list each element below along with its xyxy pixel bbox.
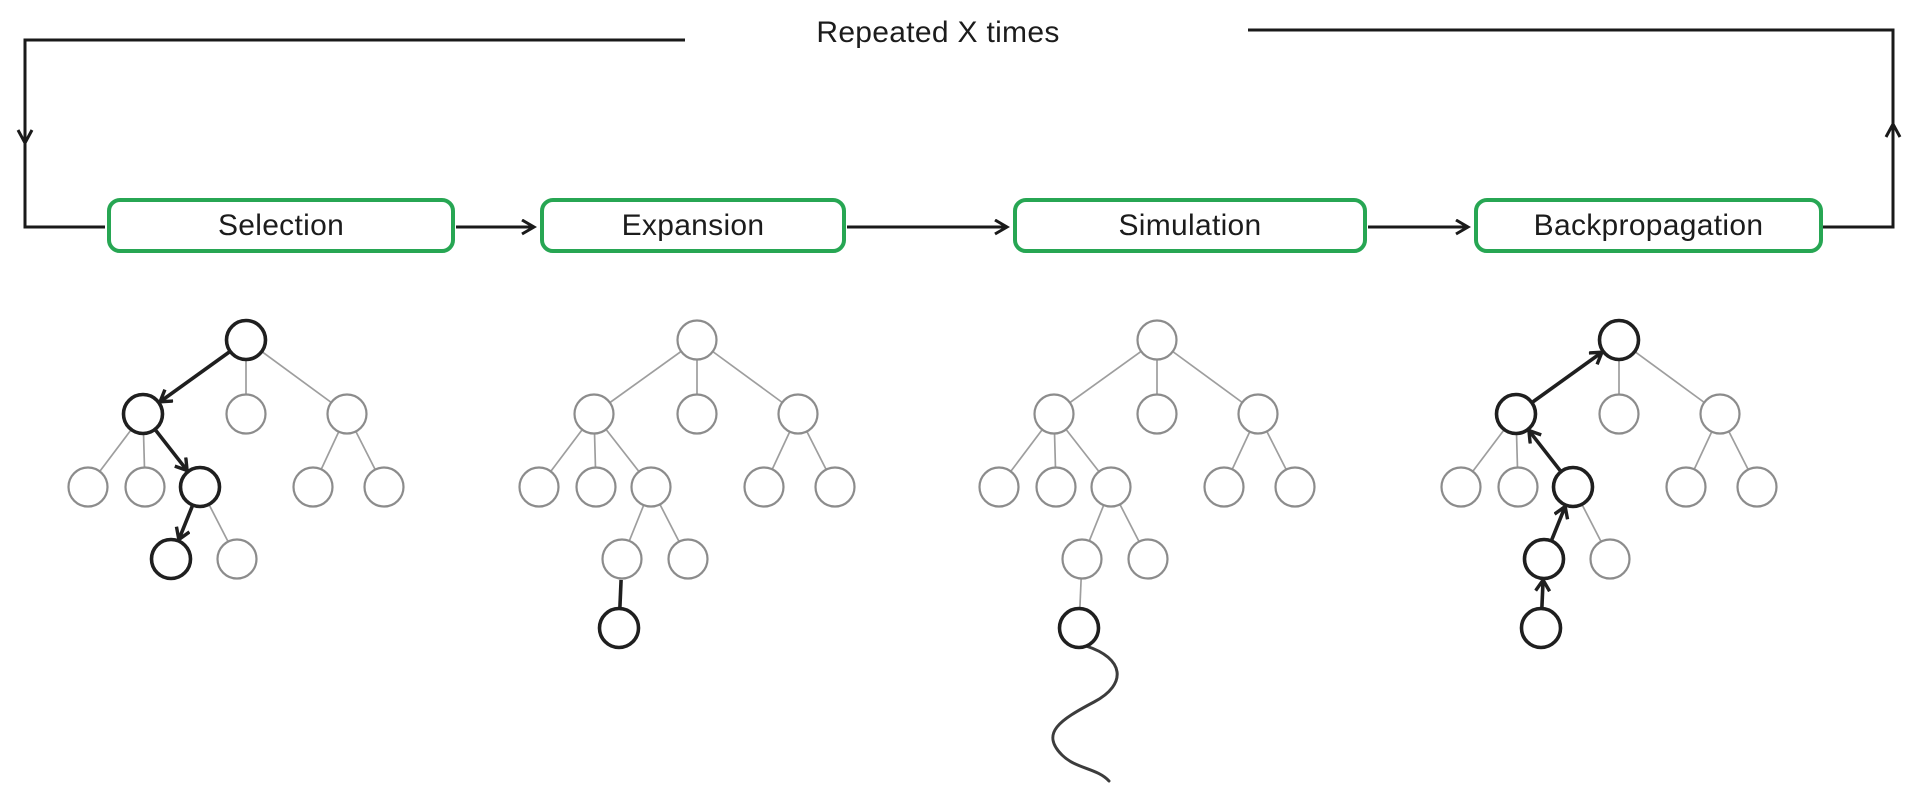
tree-node-highlighted (178, 465, 222, 509)
tree-node (601, 538, 643, 580)
tree-node (1497, 466, 1539, 508)
tree-node (1033, 393, 1075, 435)
loop-arrowhead-up-icon (1884, 120, 1902, 138)
phase-label-selection: Selection (217, 208, 345, 242)
tree-node (363, 466, 405, 508)
tree-node (1440, 466, 1482, 508)
tree-node (1136, 393, 1178, 435)
tree-node-highlighted (149, 537, 193, 581)
tree-node (225, 393, 267, 435)
tree-node-highlighted (1494, 392, 1538, 436)
tree-node (1035, 466, 1077, 508)
tree-node (667, 538, 709, 580)
tree-path-arrow (1550, 506, 1565, 541)
tree-node-highlighted (224, 318, 268, 362)
phase-box-expansion: Expansion (540, 198, 846, 253)
tree-node (1061, 538, 1103, 580)
tree-node (1203, 466, 1245, 508)
tree-node-highlighted (597, 606, 641, 650)
tree-node (1090, 466, 1132, 508)
phase-box-selection: Selection (107, 198, 455, 253)
tree-diagrams (67, 318, 1778, 783)
tree-node (573, 393, 615, 435)
repeat-loop-arrows (16, 28, 1902, 229)
tree-node (124, 466, 166, 508)
tree-node (1136, 319, 1178, 361)
tree-path-arrow (1532, 352, 1602, 404)
tree-path-arrow (1542, 580, 1543, 608)
tree-node (292, 466, 334, 508)
tree-node (1127, 538, 1169, 580)
tree-simulation (978, 319, 1316, 783)
tree-node (1274, 466, 1316, 508)
tree-node (743, 466, 785, 508)
tree-edge (696, 339, 799, 415)
tree-node (814, 466, 856, 508)
tree-node (676, 393, 718, 435)
tree-node-highlighted (1057, 606, 1101, 650)
tree-node (518, 466, 560, 508)
loop-line-left (23, 38, 685, 229)
phase-box-backpropagation: Backpropagation (1474, 198, 1823, 253)
loop-line-right (1248, 28, 1895, 229)
phase-label-expansion: Expansion (621, 208, 765, 242)
phase-box-simulation: Simulation (1013, 198, 1367, 253)
loop-arrowhead-down-icon (16, 129, 34, 147)
tree-edge (593, 339, 698, 415)
tree-node (575, 466, 617, 508)
tree-node-highlighted (1597, 318, 1641, 362)
tree-path-arrow (1529, 431, 1562, 472)
tree-node (1237, 393, 1279, 435)
tree-path-arrow (154, 429, 187, 471)
tree-selection (67, 318, 405, 581)
tree-node-highlighted (1551, 465, 1595, 509)
phase-label-simulation: Simulation (1118, 208, 1262, 242)
tree-backpropagation (1440, 318, 1778, 650)
tree-node (777, 393, 819, 435)
tree-edge (1156, 339, 1259, 415)
tree-expansion-edge (618, 579, 623, 608)
tree-node (1736, 466, 1778, 508)
tree-expansion (518, 319, 856, 650)
tree-node (1598, 393, 1640, 435)
tree-node (326, 393, 368, 435)
tree-node (676, 319, 718, 361)
tree-node (1665, 466, 1707, 508)
tree-node-highlighted (1522, 537, 1566, 581)
tree-node (630, 466, 672, 508)
simulation-rollout-squiggle (1051, 644, 1119, 783)
tree-node-highlighted (121, 392, 165, 436)
phase-label-backpropagation: Backpropagation (1533, 208, 1764, 242)
loop-label: Repeated X times (816, 16, 1060, 49)
tree-path-arrow (179, 505, 194, 539)
tree-edge (1053, 339, 1158, 415)
tree-node (978, 466, 1020, 508)
tree-node (1699, 393, 1741, 435)
tree-node (216, 538, 258, 580)
tree-node (1589, 538, 1631, 580)
tree-node (67, 466, 109, 508)
tree-node-highlighted (1519, 606, 1563, 650)
tree-path-arrow (160, 350, 230, 401)
